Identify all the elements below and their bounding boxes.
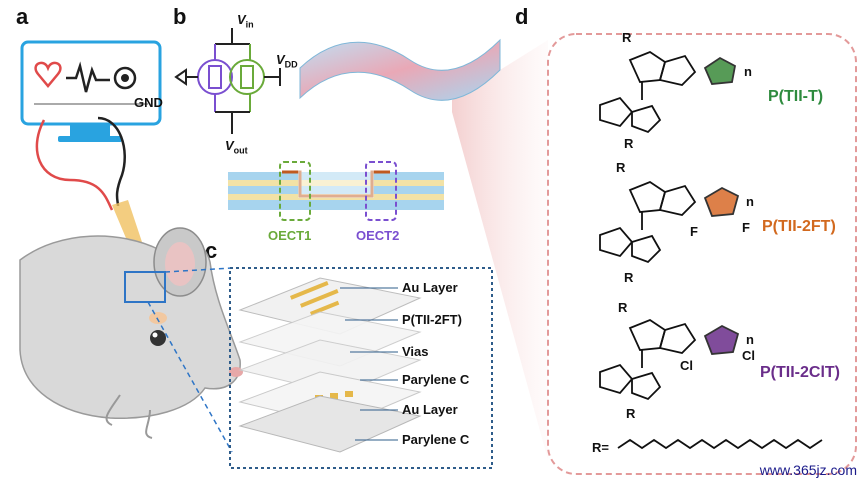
mouse-illustration bbox=[19, 227, 243, 439]
layer-label-vias: Vias bbox=[402, 344, 429, 359]
atom-r-3b: R bbox=[626, 406, 636, 421]
repeat-n-2: n bbox=[746, 194, 754, 209]
monitor-icon bbox=[20, 40, 162, 142]
layer-label-au-bottom: Au Layer bbox=[402, 402, 458, 417]
circuit-diagram bbox=[174, 28, 281, 134]
side-chain-label: R= bbox=[592, 440, 609, 455]
oect1-label: OECT1 bbox=[268, 228, 312, 243]
oect2-label: OECT2 bbox=[356, 228, 400, 243]
layer-label-au-top: Au Layer bbox=[402, 280, 458, 295]
vdd-label: VDD bbox=[276, 52, 298, 70]
atom-cl-2: Cl bbox=[742, 348, 755, 363]
atom-r-2a: R bbox=[616, 160, 626, 175]
layer-stack bbox=[238, 277, 422, 453]
polymer-label-tii-2clt: P(TII-2ClT) bbox=[760, 364, 840, 381]
black-cable bbox=[97, 116, 126, 207]
polymer-label-tii-t: P(TII-T) bbox=[768, 88, 824, 105]
zoom-line-top bbox=[164, 267, 233, 273]
flexible-film bbox=[299, 38, 501, 101]
gnd-label: GND bbox=[134, 95, 163, 110]
atom-f-2: F bbox=[742, 220, 750, 235]
vout-label: Vout bbox=[225, 138, 248, 156]
oect-cross-section bbox=[228, 161, 444, 221]
atom-cl-1: Cl bbox=[680, 358, 693, 373]
layer-label-parylene-bottom: Parylene C bbox=[402, 432, 470, 447]
zoom-beam bbox=[452, 40, 548, 460]
polymer-skeletons bbox=[599, 50, 823, 450]
panel-label-d: d bbox=[515, 4, 529, 29]
repeat-n-3: n bbox=[746, 332, 754, 347]
layer-leader-lines bbox=[340, 287, 398, 441]
repeat-n-1: n bbox=[744, 64, 752, 79]
watermark-text: www.365jz.com bbox=[759, 462, 857, 478]
atom-f-1: F bbox=[690, 224, 698, 239]
atom-r-2b: R bbox=[624, 270, 634, 285]
panel-label-b: b bbox=[173, 4, 187, 29]
layer-label-parylene-top: Parylene C bbox=[402, 372, 470, 387]
atom-r-1a: R bbox=[622, 30, 632, 45]
red-cable bbox=[35, 119, 114, 211]
panel-label-a: a bbox=[16, 4, 29, 29]
layer-label-polymer: P(TII-2FT) bbox=[402, 312, 462, 327]
atom-r-1b: R bbox=[624, 136, 634, 151]
vin-label: Vin bbox=[237, 12, 254, 30]
structures-frame bbox=[547, 33, 857, 475]
polymer-label-tii-2ft: P(TII-2FT) bbox=[762, 218, 836, 235]
layer-stack-frame bbox=[229, 267, 493, 469]
zoom-line-bottom bbox=[147, 301, 233, 453]
atom-r-3a: R bbox=[618, 300, 628, 315]
